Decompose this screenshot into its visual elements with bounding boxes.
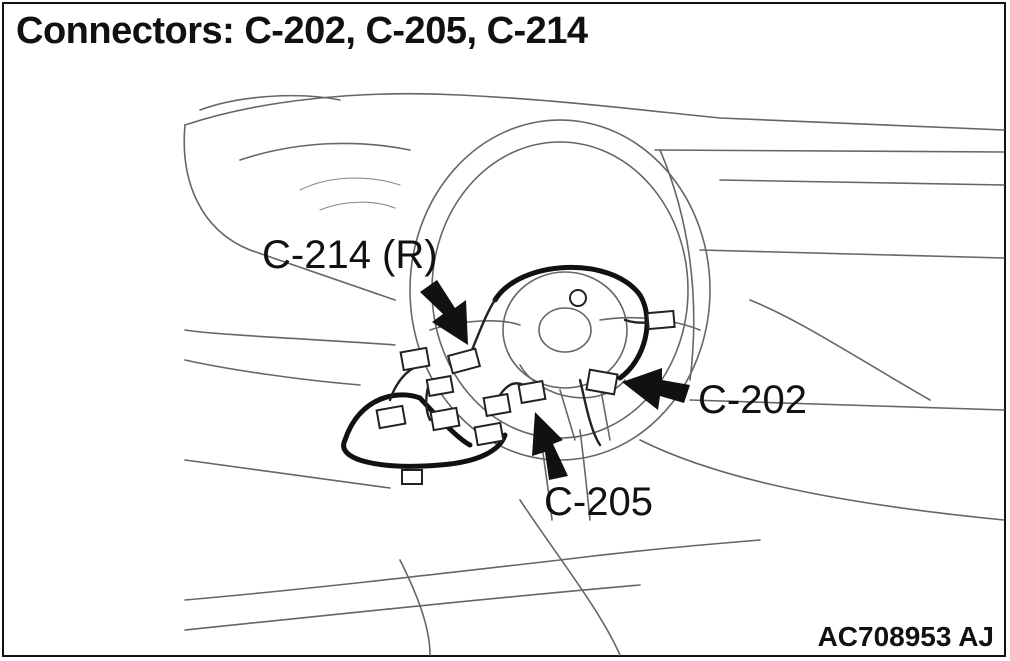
connector-block: [429, 406, 461, 432]
callout-c205: C-205: [544, 480, 653, 524]
wiring-harness: [341, 265, 662, 469]
page-title: Connectors: C-202, C-205, C-214: [16, 10, 588, 52]
connector-c205: [517, 379, 547, 405]
connector-c202: [585, 368, 619, 396]
column-assembly: [502, 271, 628, 441]
connector-group: [375, 309, 676, 485]
figure-id: AC708953 AJ: [817, 621, 994, 652]
arrow-c205: [532, 412, 568, 480]
arrow-c202: [622, 368, 690, 410]
callout-c202: C-202: [698, 378, 807, 422]
connector-block: [646, 309, 676, 331]
connector-block: [482, 392, 512, 418]
connector-c214: [446, 347, 482, 375]
connector-block: [375, 404, 407, 430]
connector-block: [399, 346, 431, 372]
ground-bolt-icon: [569, 289, 587, 307]
connector-block: [425, 374, 455, 398]
callout-c214: C-214 (R): [262, 233, 438, 277]
connector-block: [473, 421, 505, 447]
connector-block: [401, 469, 423, 485]
dashboard-outline: [183, 92, 1005, 656]
arrow-c214: [420, 280, 468, 345]
pointer-arrows: [420, 280, 690, 480]
